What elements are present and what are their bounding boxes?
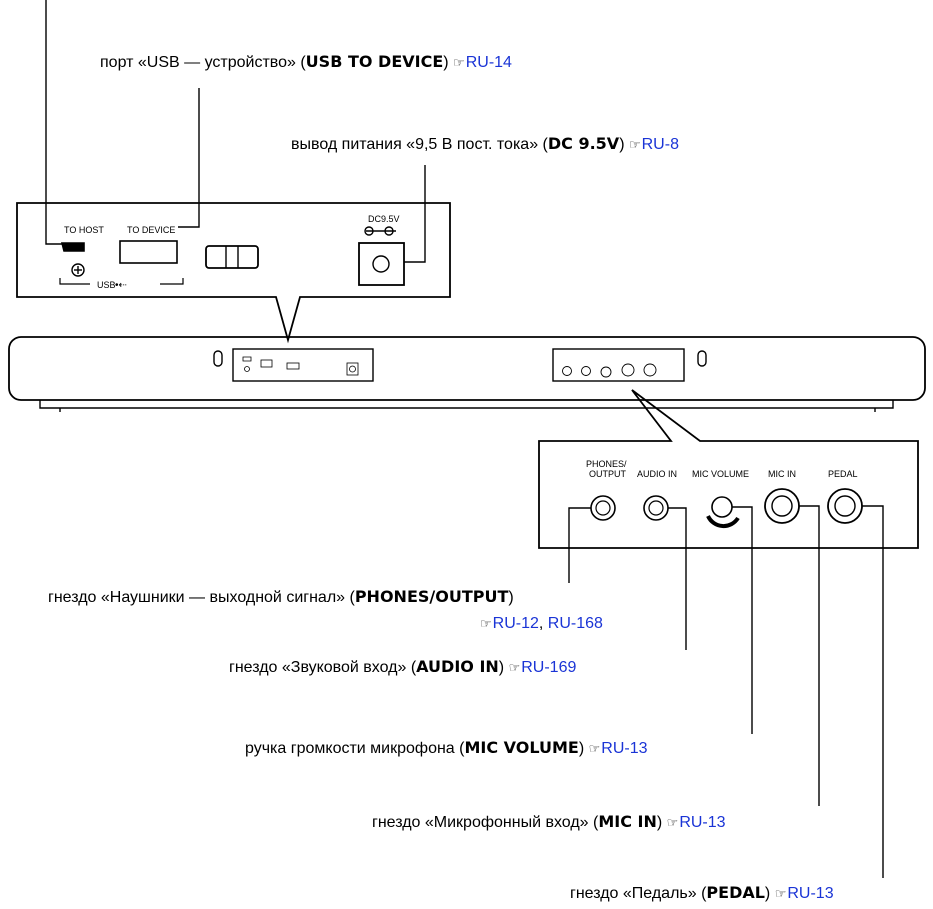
ref-link[interactable]: RU-13: [787, 885, 834, 902]
panel-output: OUTPUT: [589, 469, 627, 479]
audio-in-jack: [643, 495, 669, 521]
label-phones: гнездо «Наушники — выходной сигнал» (PHO…: [48, 587, 514, 606]
leader-dc: [404, 165, 426, 263]
ref-link[interactable]: RU-8: [641, 136, 679, 153]
label-mic-in: гнездо «Микрофонный вход» (MIC IN) ☞RU-1…: [372, 812, 726, 831]
usb-holder: [205, 245, 259, 269]
reference-icon: ☞: [774, 886, 787, 901]
reference-icon: ☞: [480, 616, 492, 631]
reference-icon: ☞: [588, 741, 601, 756]
dc-jack: [358, 242, 405, 286]
label-usb-device: порт «USB — устройство» (USB TO DEVICE) …: [100, 52, 512, 71]
reference-icon: ☞: [628, 137, 641, 152]
panel-dc: DC9.5V: [368, 214, 400, 224]
label-phones-refs: ☞RU-12, RU-168: [480, 615, 603, 632]
label-mic-volume: ручка громкости микрофона (MIC VOLUME) ☞…: [245, 738, 648, 757]
pedal-jack: [827, 488, 863, 524]
leader-pedal: [862, 505, 884, 878]
label-pedal: гнездо «Педаль» (PEDAL) ☞RU-13: [570, 883, 834, 902]
leader-to-host: [45, 0, 84, 245]
usb-screw: [71, 263, 85, 277]
ref-link[interactable]: RU-13: [601, 740, 648, 757]
keyboard-body: [8, 336, 926, 401]
to-host-port: [60, 242, 85, 252]
leader-mic-volume: [732, 506, 753, 734]
ref-link[interactable]: RU-168: [547, 615, 603, 632]
leader-phones: [568, 507, 591, 583]
usb-device-port: [119, 240, 178, 264]
phones-jack: [590, 495, 616, 521]
left-zoom-panel: [16, 202, 451, 344]
panel-mic-volume: MIC VOLUME: [692, 469, 749, 479]
panel-mic-in: MIC IN: [768, 469, 796, 479]
panel-to-device: TO DEVICE: [127, 225, 175, 235]
ref-link[interactable]: RU-12: [492, 615, 539, 632]
leader-mic-in: [799, 505, 820, 806]
ref-link[interactable]: RU-14: [465, 54, 512, 71]
right-zoom-panel: [538, 389, 919, 549]
reference-icon: ☞: [666, 815, 679, 830]
ref-link[interactable]: RU-169: [521, 659, 577, 676]
label-dc: вывод питания «9,5 В пост. тока» (DC 9.5…: [291, 134, 679, 153]
panel-usb: USB: [97, 280, 116, 290]
mic-volume-knob: [711, 496, 733, 518]
label-audio-in: гнездо «Звуковой вход» (AUDIO IN) ☞RU-16…: [229, 657, 577, 676]
leader-usb-device: [178, 88, 200, 228]
leader-audio-in: [668, 507, 687, 650]
keyboard-base: [39, 400, 894, 409]
ref-link[interactable]: RU-13: [679, 814, 726, 831]
panel-pedal: PEDAL: [828, 469, 858, 479]
panel-to-host: TO HOST: [64, 225, 104, 235]
reference-icon: ☞: [453, 55, 465, 70]
usb-icon: •⇠: [115, 280, 127, 291]
mic-in-jack: [764, 488, 800, 524]
panel-phones: PHONES/: [586, 459, 627, 469]
reference-icon: ☞: [508, 660, 521, 675]
panel-audio-in: AUDIO IN: [637, 469, 677, 479]
